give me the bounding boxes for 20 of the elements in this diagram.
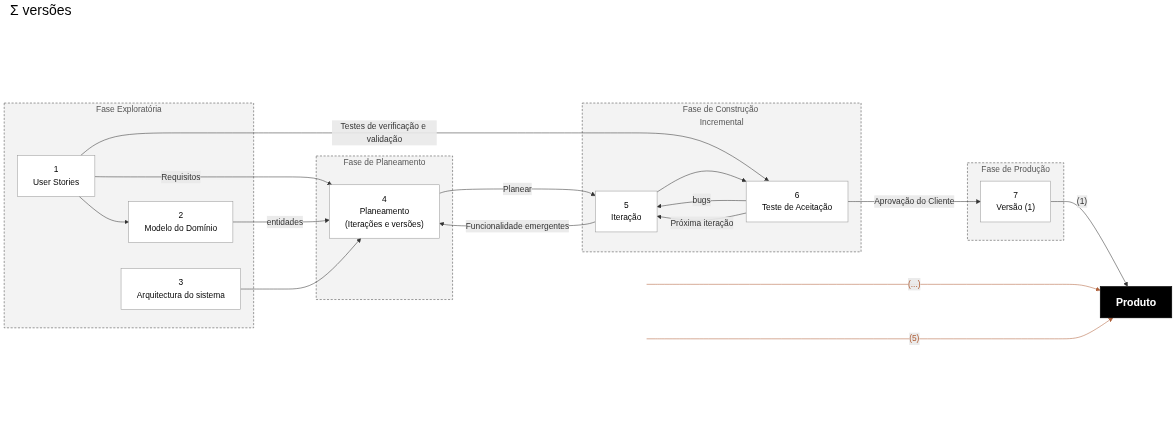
edge-label: (...): [907, 279, 921, 289]
edge-label: (1): [1076, 196, 1088, 206]
node-box: 5 Iteração: [595, 190, 658, 233]
edge-label: Planear: [502, 184, 532, 194]
node-box: 6 Teste de Aceitação: [745, 180, 849, 223]
node-box: 4 Planeamento (Iterações e versões): [329, 184, 440, 239]
edge-label: (5): [909, 334, 920, 344]
node-box: 3 Arquitectura do sistema: [120, 268, 241, 310]
node-box: 7 Versão (1): [980, 180, 1051, 223]
edge-label: bugs: [692, 195, 711, 205]
edge-label: Aprovação do Cliente: [874, 196, 955, 206]
note-text: Σ versões: [10, 2, 72, 18]
node-box: 2 Modelo do Domínio: [128, 201, 234, 243]
edge-label: Testes de verificação e validação: [340, 121, 426, 144]
node-box: Produto: [1099, 286, 1173, 319]
node-box: 1 User Stories: [17, 155, 96, 197]
edge-label: Próxima iteração: [670, 218, 734, 228]
edge-label: Requisitos: [161, 172, 201, 182]
edge-label: entidades: [266, 217, 304, 227]
edge-label: Funcionalidade emergentes: [465, 221, 570, 231]
